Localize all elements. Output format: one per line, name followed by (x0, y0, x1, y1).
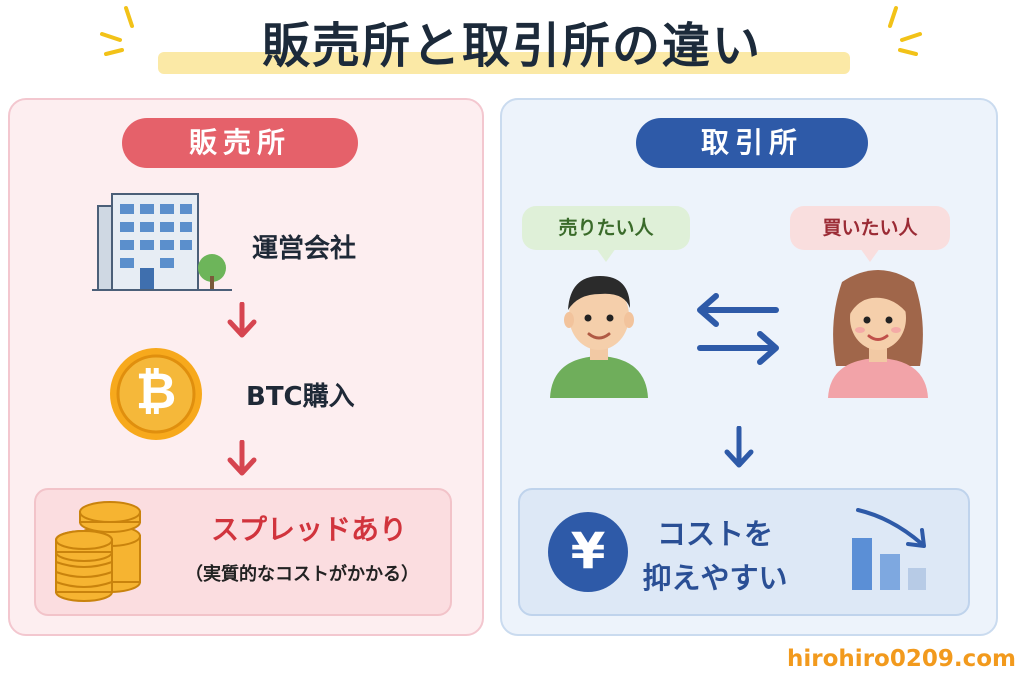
operator-label: 運営会社 (252, 234, 357, 264)
buyer-bubble: 買いたい人 (790, 206, 950, 250)
buyer-bubble-tail (860, 248, 880, 262)
btc-purchase-label: BTC購入 (246, 382, 355, 412)
spread-title: スプレッドあり (210, 513, 407, 546)
sparkle-left-icon (100, 6, 134, 56)
decreasing-bar-chart-icon (852, 508, 926, 590)
yen-coin-icon: ¥ (546, 510, 630, 594)
site-url: hirohiro0209.com (787, 646, 1016, 672)
bitcoin-coin-icon: ₿ (108, 346, 204, 442)
bitcoin-symbol: ₿ (135, 362, 177, 420)
seller-bubble: 売りたい人 (522, 206, 690, 250)
low-cost-line2: 抑えやすい (642, 561, 788, 595)
man-avatar-icon (550, 276, 648, 398)
low-cost-line1: コストを (656, 517, 773, 551)
building-icon (92, 193, 232, 291)
yen-symbol: ¥ (570, 522, 606, 580)
exchange-market-header: 取引所 (636, 118, 868, 168)
title-highlight (158, 52, 850, 74)
low-cost-text: コストを 抑えやすい (640, 512, 790, 600)
woman-avatar-icon (828, 270, 928, 398)
spread-subtitle: （実質的なコストがかかる） (185, 564, 419, 585)
page-title: 販売所と取引所の違い (261, 18, 762, 74)
arrow-down-icon (227, 302, 257, 338)
exchange-arrows-icon (697, 293, 779, 365)
arrow-down-blue-icon (724, 426, 754, 468)
seller-bubble-tail (596, 248, 616, 262)
sparkle-right-icon (888, 6, 922, 56)
arrow-down-icon (227, 440, 257, 476)
coin-stack-icon (55, 501, 141, 602)
low-cost-result-box (518, 488, 970, 616)
exchange-office-header: 販売所 (122, 118, 358, 168)
